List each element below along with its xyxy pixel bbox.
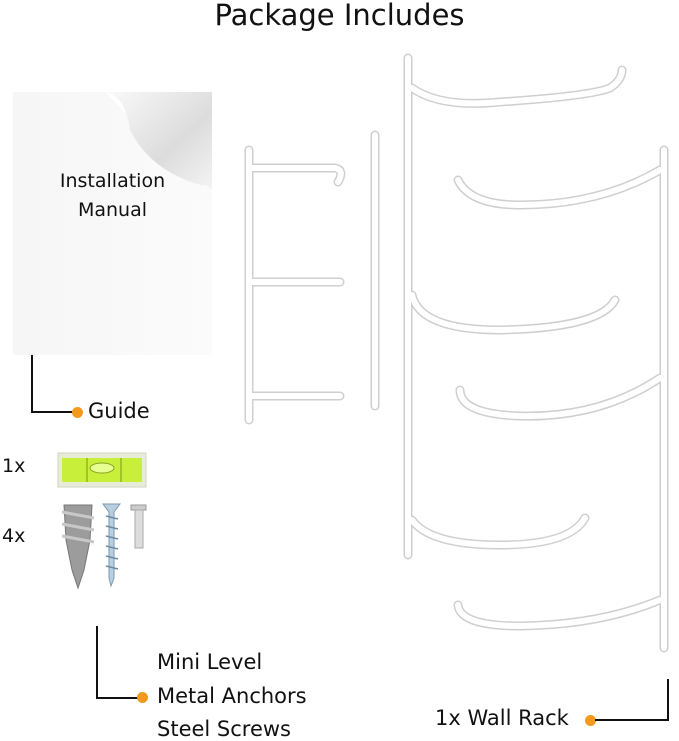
metal-anchors-label: Metal Anchors [157,684,307,708]
guide-callout-line [31,411,74,413]
rack-fill [246,55,667,651]
steel-screws-label: Steel Screws [157,717,291,741]
wall-rack-callout-line [595,719,669,721]
mini-level-icon [57,452,147,488]
steel-bolt-icon [130,504,147,549]
guide-callout-dot [72,407,83,418]
wall-rack-callout-dot [585,715,596,726]
manual-title-line2: Manual [77,199,148,221]
steel-screw-icon [102,503,121,588]
metal-anchor-icon [61,504,95,590]
rack-outline [244,53,669,653]
manual-title-line1: Installation [59,170,166,192]
mini-level-label: Mini Level [157,650,263,674]
hardware-callout-dot [137,692,148,703]
page-title: Package Includes [214,0,465,32]
hardware-callout-line [96,626,98,699]
hardware-callout-line [96,697,138,699]
guide-label: Guide [88,399,150,423]
wall-rack-callout-line [667,679,669,721]
guide-callout-line [31,355,33,413]
hardware-quantity: 4x [2,525,26,547]
level-quantity: 1x [2,455,26,477]
wall-rack-label: 1x Wall Rack [435,706,569,730]
